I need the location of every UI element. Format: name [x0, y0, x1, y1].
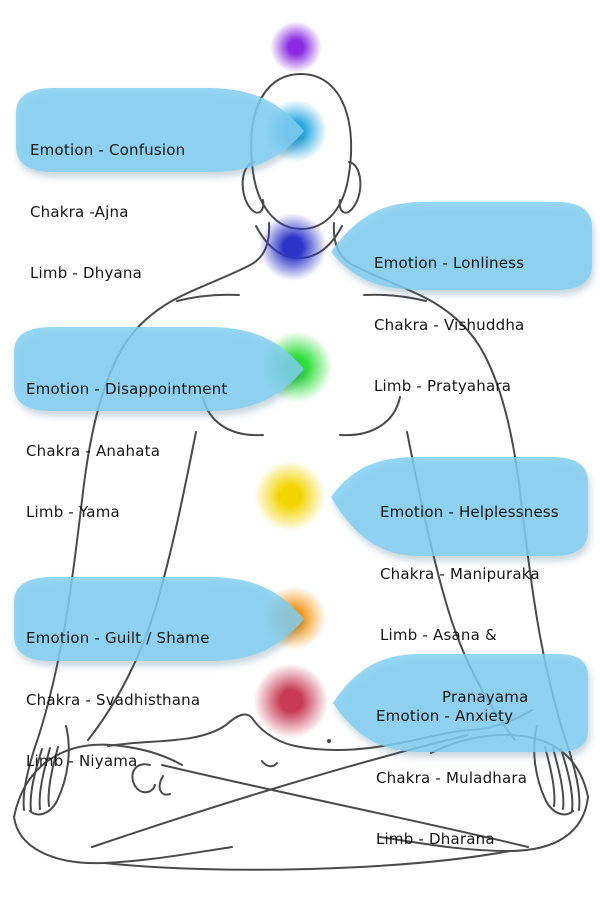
chakra-line: Chakra - Manipuraka [380, 564, 540, 583]
limb-line: Limb - Niyama [26, 752, 138, 770]
callout-sacral: Emotion - Guilt / Shame Chakra - Svadhis… [26, 587, 210, 813]
chakra-line: Chakra -Ajna [30, 202, 129, 221]
callout-throat: Emotion - Lonliness Chakra - Vishuddha L… [374, 212, 524, 438]
throat-chakra-dot [255, 209, 331, 285]
chakra-line: Chakra - Muladhara [376, 768, 528, 787]
callout-solar-plexus: Emotion - Helplessness Chakra - Manipura… [380, 461, 559, 748]
emotion-line: Emotion - Helplessness [380, 503, 559, 521]
chakra-line: Chakra - Svadhisthana [26, 690, 201, 709]
chakra-line: Chakra - Vishuddha [374, 315, 525, 334]
emotion-line: Emotion - Anxiety [376, 707, 514, 725]
solar-plexus-chakra-dot [250, 456, 330, 536]
limb-line: Limb - Pratyahara [374, 377, 512, 395]
callout-heart: Emotion - Disappointment Chakra - Anahat… [26, 338, 227, 564]
callout-root: Emotion - Anxiety Chakra - Muladhara Lim… [376, 665, 527, 891]
crown-chakra-dot [267, 18, 325, 76]
limb-line-continued: Pranayama [442, 687, 529, 706]
limb-line: Limb - Dharana [376, 830, 495, 848]
callout-third-eye: Emotion - Confusion Chakra -Ajna Limb - … [30, 99, 185, 325]
root-chakra-dot [249, 659, 333, 743]
chakra-line: Chakra - Anahata [26, 441, 161, 460]
emotion-line: Emotion - Confusion [30, 141, 186, 159]
limb-line: Limb - Yama [26, 503, 120, 521]
limb-line: Limb - Asana & [380, 626, 497, 644]
emotion-line: Emotion - Disappointment [26, 380, 228, 398]
emotion-line: Emotion - Guilt / Shame [26, 629, 210, 647]
limb-line: Limb - Dhyana [30, 264, 143, 282]
emotion-line: Emotion - Lonliness [374, 254, 525, 272]
